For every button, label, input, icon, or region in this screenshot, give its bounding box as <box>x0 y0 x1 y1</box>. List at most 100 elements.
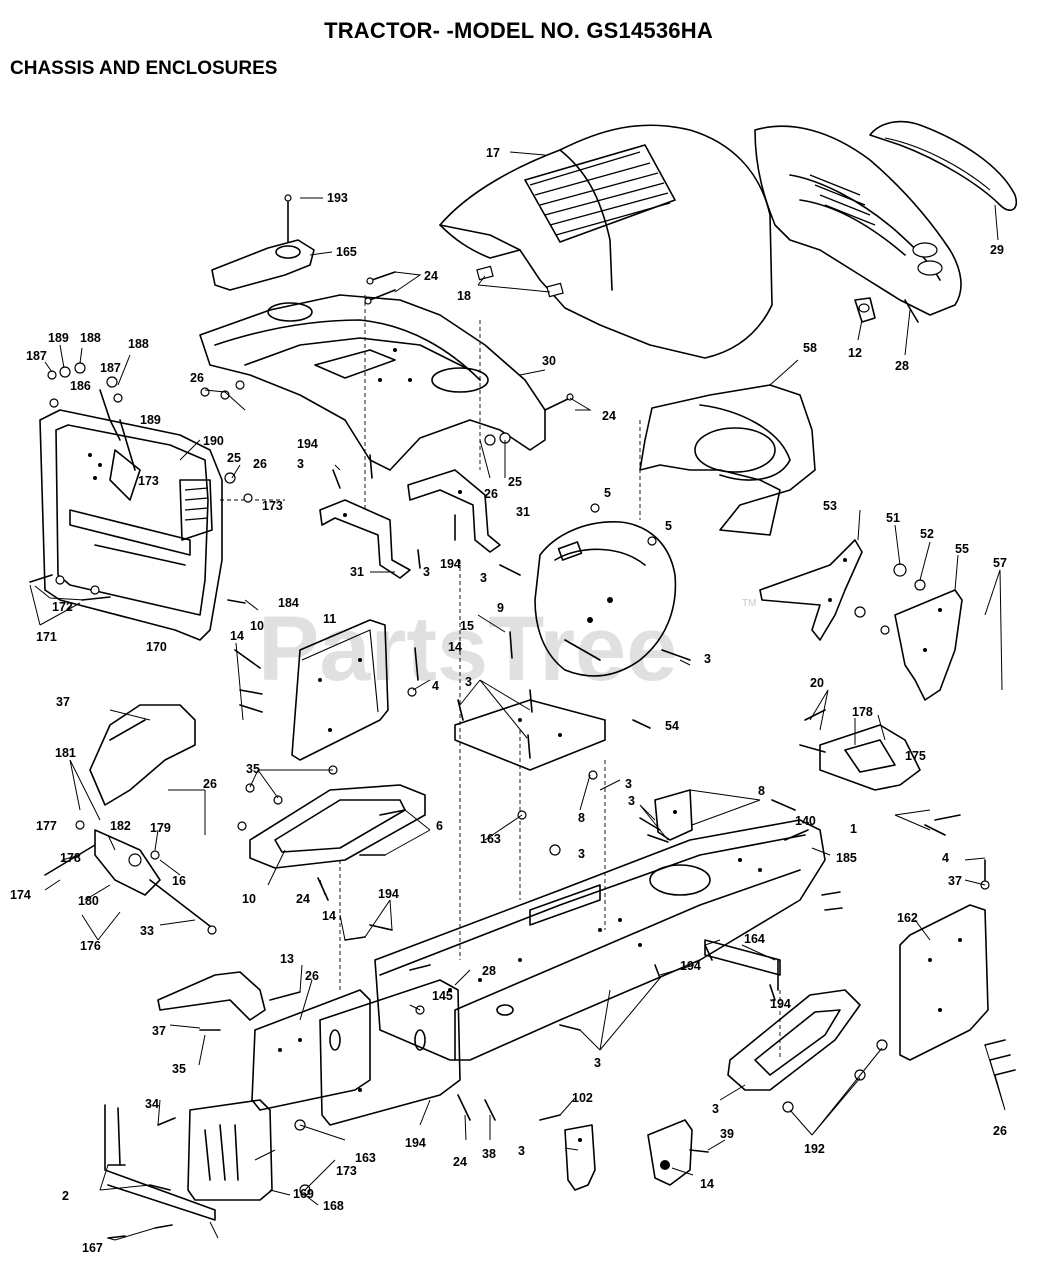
callout: 14 <box>700 1177 714 1191</box>
callout: 8 <box>758 784 765 798</box>
callout: 39 <box>720 1127 734 1141</box>
dash-cover <box>211 194 315 291</box>
callout: 28 <box>482 964 496 978</box>
callout: 194 <box>405 1136 426 1150</box>
callout: 102 <box>572 1091 593 1105</box>
callout: 55 <box>955 542 969 556</box>
callout: 26 <box>993 1124 1007 1138</box>
callout: 9 <box>497 601 504 615</box>
callout: 34 <box>145 1097 159 1111</box>
callout: 4 <box>942 851 949 865</box>
deflector-175 <box>89 704 196 806</box>
callout: 3 <box>297 457 304 471</box>
bracket-39 <box>647 1119 693 1186</box>
callout: 26 <box>253 457 267 471</box>
callout: 1 <box>850 822 857 836</box>
callout: 13 <box>280 952 294 966</box>
callout: 140 <box>795 814 816 828</box>
callout: 12 <box>848 346 862 360</box>
hood <box>439 124 773 359</box>
callout: 179 <box>150 821 171 835</box>
callout: 4 <box>432 679 439 693</box>
callout: 194 <box>297 437 318 451</box>
callout: 14 <box>448 640 462 654</box>
callout: 5 <box>604 486 611 500</box>
callout: 185 <box>836 851 857 865</box>
callout: 189 <box>140 413 161 427</box>
callout: 165 <box>336 245 357 259</box>
callout: 181 <box>55 746 76 760</box>
callout: 18 <box>457 289 471 303</box>
callout: 190 <box>203 434 224 448</box>
callout: 177 <box>36 819 57 833</box>
callout: 25 <box>227 451 241 465</box>
callout: 35 <box>246 762 260 776</box>
callout: 194 <box>680 959 701 973</box>
callout: 31 <box>350 565 364 579</box>
support-20 <box>819 724 921 791</box>
frame-1 <box>374 819 826 1061</box>
callout: 3 <box>704 652 711 666</box>
page-title: TRACTOR- -MODEL NO. GS14536HA <box>324 18 713 43</box>
section-title: CHASSIS AND ENCLOSURES <box>10 58 278 79</box>
tank-shroud <box>639 384 816 536</box>
callout: 11 <box>323 612 336 626</box>
callout: 58 <box>803 341 817 355</box>
plate-6 <box>454 699 606 771</box>
callout-labels: 17 193 165 24 18 29 12 28 189 188 187 18… <box>10 146 1007 1255</box>
callout: 3 <box>712 1102 719 1116</box>
bracket-38 <box>564 1124 596 1191</box>
callout: 169 <box>293 1187 314 1201</box>
callout: 17 <box>486 146 500 160</box>
callout: 192 <box>804 1142 825 1156</box>
callout: 3 <box>625 777 632 791</box>
callout: 14 <box>230 629 244 643</box>
callout: 16 <box>172 874 186 888</box>
callout: 24 <box>296 892 310 906</box>
lever-assembly <box>44 820 217 935</box>
callout: 182 <box>110 819 131 833</box>
callout: 6 <box>436 819 443 833</box>
callout: 175 <box>905 749 926 763</box>
callout: 54 <box>665 719 679 733</box>
callout: 172 <box>52 600 73 614</box>
callout: 174 <box>10 888 31 902</box>
dashboard <box>199 294 546 471</box>
callout: 3 <box>423 565 430 579</box>
callout: 3 <box>578 847 585 861</box>
leader-lines <box>29 151 1006 1241</box>
callout: 173 <box>138 474 159 488</box>
callout: 37 <box>152 1024 166 1038</box>
callout: 180 <box>78 894 99 908</box>
callout: 29 <box>990 243 1004 257</box>
firewall-9 <box>534 521 677 677</box>
callout: 164 <box>744 932 765 946</box>
callout: 193 <box>327 191 348 205</box>
switch-hardware <box>47 362 136 471</box>
bracket-164 <box>157 971 266 1021</box>
callout: 3 <box>628 794 635 808</box>
callout: 145 <box>432 989 453 1003</box>
callout: 171 <box>36 630 57 644</box>
callout: 37 <box>948 874 962 888</box>
callout: 173 <box>262 499 283 513</box>
callout: 33 <box>140 924 154 938</box>
bumper-12 <box>854 297 876 323</box>
callout: 178 <box>60 851 81 865</box>
callout: 173 <box>336 1164 357 1178</box>
front-plate-2 <box>104 1099 311 1221</box>
assembly-lines <box>220 295 781 1060</box>
callout: 26 <box>190 371 204 385</box>
callout: 3 <box>518 1144 525 1158</box>
callout: 52 <box>920 527 934 541</box>
callout: 30 <box>542 354 556 368</box>
callout: 10 <box>250 619 264 633</box>
bracket-53 <box>759 539 863 641</box>
watermark-tm: TM <box>742 598 756 609</box>
callout: 194 <box>378 887 399 901</box>
callout: 188 <box>80 331 101 345</box>
bracket-140 <box>654 789 693 841</box>
callout: 8 <box>578 811 585 825</box>
callout: 188 <box>128 337 149 351</box>
